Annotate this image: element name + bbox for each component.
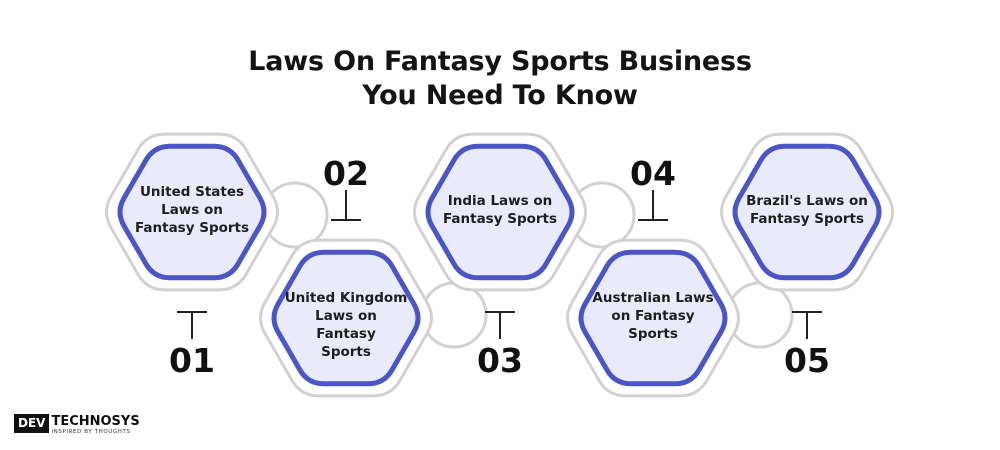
step-number-01: 01 — [169, 341, 215, 380]
company-logo: DEV TECHNOSYS INSPIRED BY THOUGHTS — [14, 414, 140, 438]
hexagon-label-03: India Laws on Fantasy Sports — [438, 192, 562, 228]
hexagon-label-line: on Fantasy — [611, 308, 695, 324]
hexagon-label-line: Sports — [321, 344, 371, 360]
step-number-05: 05 — [784, 341, 830, 380]
hexagon-label-line: Laws on Fantasy — [315, 308, 377, 342]
hexagon-label-line: Sports — [628, 326, 678, 342]
logo-mark: DEV — [14, 414, 50, 433]
hexagon-inner-01 — [117, 143, 267, 281]
hexagon-label-line: Brazil's Laws on — [746, 193, 868, 209]
hexagon-label-line: United Kingdom — [284, 290, 408, 306]
page-title-line-2: You Need To Know — [362, 80, 638, 111]
hexagon-label-line: Fantasy Sports — [442, 211, 558, 227]
hexagon-inner-03 — [425, 143, 575, 281]
hexagon-inner-05 — [732, 143, 882, 281]
hexagon-label-line: United States — [139, 184, 245, 200]
logo-name: TECHNOSYS — [51, 414, 140, 429]
hexagon-inner-04 — [578, 249, 728, 387]
page-title-line-1: Laws On Fantasy Sports Business — [248, 46, 752, 77]
hexagon-label-05: Brazil's Laws on Fantasy Sports — [745, 192, 869, 228]
logo-tagline: INSPIRED BY THOUGHTS — [51, 429, 131, 435]
hexagon-label-line: India Laws on — [447, 193, 553, 209]
hexagon-label-line: Laws on — [161, 202, 223, 218]
step-number-02: 02 — [323, 154, 369, 193]
hexagon-label-line: Australian Laws — [592, 290, 714, 306]
hexagon-inner-02 — [271, 249, 421, 387]
step-number-04: 04 — [630, 154, 676, 193]
hexagon-label-line: Fantasy Sports — [749, 211, 865, 227]
step-number-03: 03 — [477, 341, 523, 380]
hexagon-label-line: Fantasy Sports — [134, 220, 250, 236]
